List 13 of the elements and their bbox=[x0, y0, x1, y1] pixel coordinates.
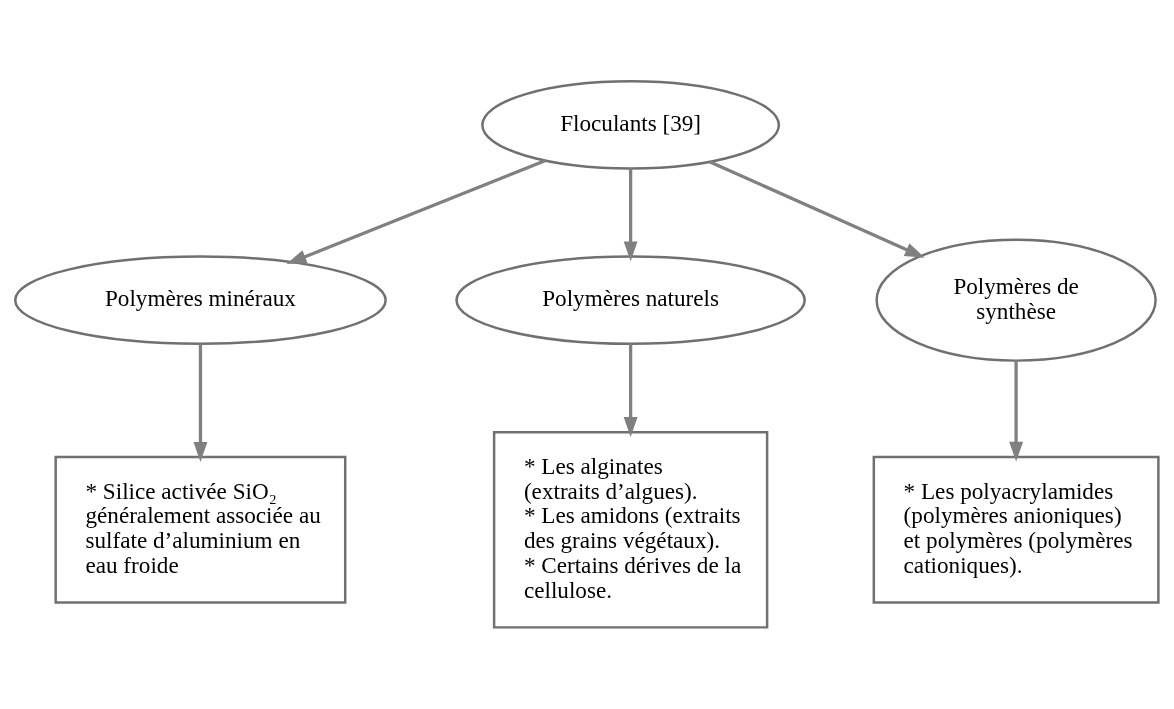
node-ellipse: Polymères naturels bbox=[455, 255, 806, 345]
arrow bbox=[623, 168, 638, 262]
arrow bbox=[193, 343, 208, 462]
node-ellipse: Floculants [39] bbox=[481, 80, 781, 170]
arrow bbox=[623, 343, 638, 437]
arrow bbox=[708, 160, 925, 258]
arrow bbox=[286, 159, 547, 265]
node-box: * Silice activée SiO₂ généralement associée au sulfate d’aluminium en eau froide bbox=[54, 455, 347, 604]
node-box: * Les alginates (extraits d’algues). * Les amidons (extraits des grains végétaux). * Certains dérives de la cellulose. bbox=[492, 430, 769, 629]
arrow bbox=[1009, 361, 1024, 462]
node-ellipse: Polymères de synthèse bbox=[875, 238, 1157, 362]
node-ellipse: Polymères minéraux bbox=[14, 255, 387, 345]
node-box: * Les polyacrylamides (polymères anioniques) et polymères (polymères cationiques). bbox=[872, 455, 1160, 604]
